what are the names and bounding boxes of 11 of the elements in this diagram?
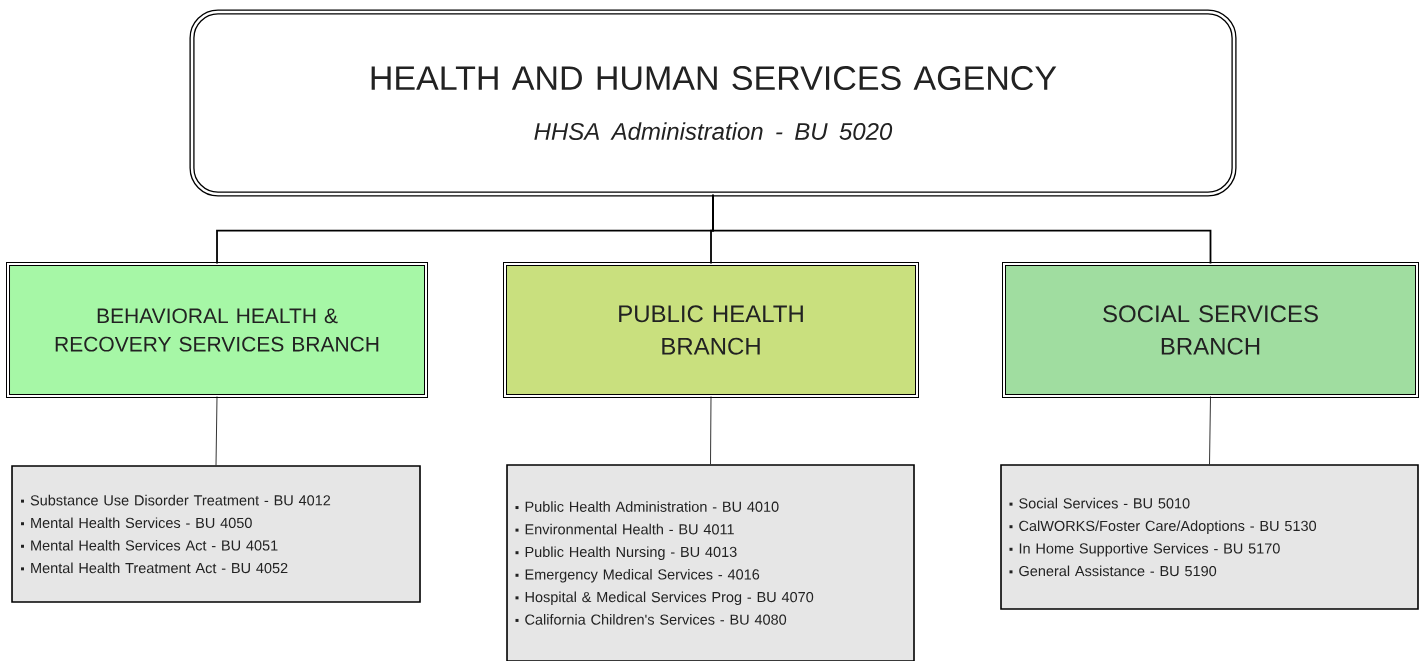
- branch-box: BEHAVIORAL HEALTH & RECOVERY SERVICES BRANCH: [6, 262, 428, 398]
- connector-line: [215, 396, 218, 466]
- branch-box: SOCIAL SERVICES BRANCH: [1002, 262, 1419, 398]
- program-list-box: Social Services - BU 5010 CalWORKS/Foster Care/Adoptions - BU 5130 In Home Supportive Services - BU 5170 General Assistance - BU 5190: [1000, 464, 1419, 610]
- connector-line: [710, 396, 712, 465]
- connector-line: [712, 193, 1212, 265]
- branch-box: PUBLIC HEALTH BRANCH: [503, 262, 919, 398]
- agency-box: HEALTH AND HUMAN SERVICES AGENCY HHSA Administration - BU 5020: [189, 9, 1237, 197]
- program-list-box: Public Health Administration - BU 4010 Environmental Health - BU 4011 Public Health Nursing - BU 4013 Emergency Medical Services - 4016 Hospital & Medical Services Prog - BU 4070 California Children's Services - BU 4080: [506, 464, 915, 661]
- program-list-box: Substance Use Disorder Treatment - BU 4012 Mental Health Services - BU 4050 Mental Health Services Act - BU 4051 Mental Health Treatment Act - BU 4052: [11, 465, 421, 603]
- connector-line: [1209, 396, 1211, 465]
